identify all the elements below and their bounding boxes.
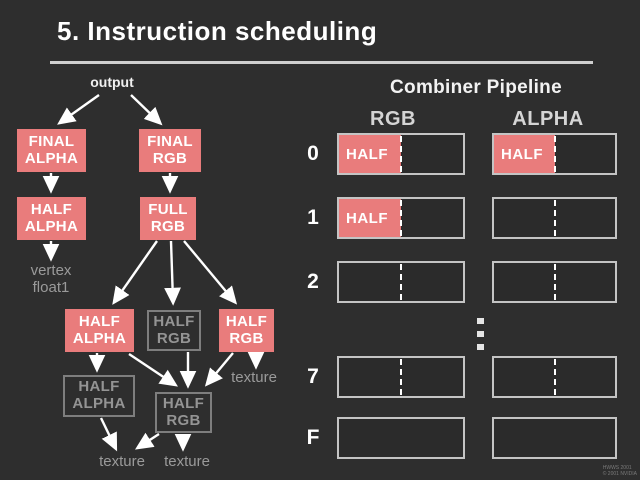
footer-line1: HWWS 2001	[602, 465, 632, 471]
pipeline-cell-rgb-2	[337, 261, 465, 303]
texture-label-right: texture	[231, 369, 277, 386]
arrow-half-alpha-gray-to-texture	[99, 417, 118, 452]
stage-divider	[553, 136, 556, 172]
pipeline-cell-alpha-0: HALF	[492, 133, 617, 175]
footer-line2: © 2001 NVIDIA	[602, 471, 637, 477]
node-line: RGB	[166, 411, 201, 429]
node-half-alpha-mid: HALF ALPHA	[65, 309, 134, 352]
arrow-full-rgb-to-half-rgb-gray	[164, 240, 181, 306]
half-label: HALF	[501, 145, 543, 163]
ellipsis-icon	[477, 318, 484, 324]
vertex-line1: vertex	[30, 262, 72, 279]
row-label-f: F	[306, 426, 320, 449]
row-label-7: 7	[307, 365, 319, 388]
node-line: RGB	[150, 217, 186, 235]
half-instruction-fill: HALF	[339, 135, 401, 173]
pipeline-cell-rgb-0: HALF	[337, 133, 465, 175]
node-full-rgb: FULL RGB	[140, 197, 196, 240]
node-line: RGB	[229, 329, 264, 347]
node-line: HALF	[162, 394, 205, 412]
texture-label-left: texture	[99, 453, 145, 470]
stage-divider	[400, 359, 402, 395]
stage-divider	[400, 264, 402, 300]
node-line: FULL	[148, 200, 188, 218]
node-half-rgb-gray-bottom: HALF RGB	[155, 392, 212, 433]
node-line: ALPHA	[72, 329, 127, 347]
half-instruction-fill: HALF	[494, 135, 555, 173]
title-underline	[50, 61, 593, 64]
arrow-output-to-final-alpha	[57, 94, 100, 125]
node-line: ALPHA	[24, 149, 79, 167]
node-line: ALPHA	[24, 217, 79, 235]
pipeline-cell-rgb-f	[337, 417, 465, 459]
row-label-0: 0	[307, 142, 319, 165]
node-line: HALF	[78, 378, 120, 396]
pipeline-cell-alpha-1	[492, 197, 617, 239]
pipeline-cell-alpha-f	[492, 417, 617, 459]
arrow-full-rgb-to-half-rgb-pink	[183, 240, 238, 305]
node-line: HALF	[153, 312, 195, 330]
node-half-rgb-pink: HALF RGB	[219, 309, 274, 352]
node-half-alpha-top: HALF ALPHA	[17, 197, 86, 240]
column-header-alpha: ALPHA	[512, 108, 584, 130]
node-line: FINAL	[28, 132, 75, 150]
node-line: HALF	[225, 312, 268, 330]
arrow-half-rgb-bottom-to-texture-left	[134, 432, 160, 450]
ellipsis-icon	[477, 344, 484, 350]
pipeline-title: Combiner Pipeline	[390, 77, 562, 98]
row-label-1: 1	[307, 206, 319, 229]
node-line: FINAL	[147, 132, 193, 150]
stage-divider	[400, 136, 402, 172]
vertex-float1-label: vertex float1	[20, 262, 82, 296]
pipeline-cell-alpha-7	[492, 356, 617, 398]
half-label: HALF	[346, 145, 388, 163]
pipeline-cell-rgb-7	[337, 356, 465, 398]
node-half-alpha-gray-bottom: HALF ALPHA	[63, 375, 135, 417]
node-final-rgb: FINAL RGB	[139, 129, 201, 172]
ellipsis-icon	[477, 331, 484, 337]
row-label-2: 2	[307, 270, 319, 293]
node-line: RGB	[156, 329, 192, 347]
node-half-rgb-gray-mid: HALF RGB	[147, 310, 201, 351]
pipeline-cell-alpha-2	[492, 261, 617, 303]
stage-divider	[400, 200, 402, 236]
node-line: RGB	[152, 149, 188, 167]
slide-title: 5. Instruction scheduling	[57, 16, 378, 46]
output-label: output	[90, 74, 134, 90]
stage-divider	[553, 200, 556, 236]
stage-divider	[553, 359, 556, 395]
vertex-line2: float1	[32, 278, 70, 296]
arrow-output-to-final-rgb	[130, 94, 163, 126]
arrow-full-rgb-to-half-alpha	[112, 240, 158, 305]
node-line: ALPHA	[72, 395, 126, 412]
pipeline-cell-rgb-1: HALF	[337, 197, 465, 239]
texture-label-mid: texture	[164, 453, 210, 470]
node-line: HALF	[78, 312, 121, 330]
half-label: HALF	[346, 209, 388, 227]
column-header-rgb: RGB	[370, 108, 416, 130]
stage-divider	[553, 264, 556, 300]
arrow-half-alpha-to-half-rgb-bottom	[128, 353, 178, 387]
slide-footer: HWWS 2001 © 2001 NVIDIA	[603, 465, 637, 477]
half-instruction-fill: HALF	[339, 199, 401, 237]
node-line: HALF	[30, 200, 73, 218]
node-final-alpha: FINAL ALPHA	[17, 129, 86, 172]
